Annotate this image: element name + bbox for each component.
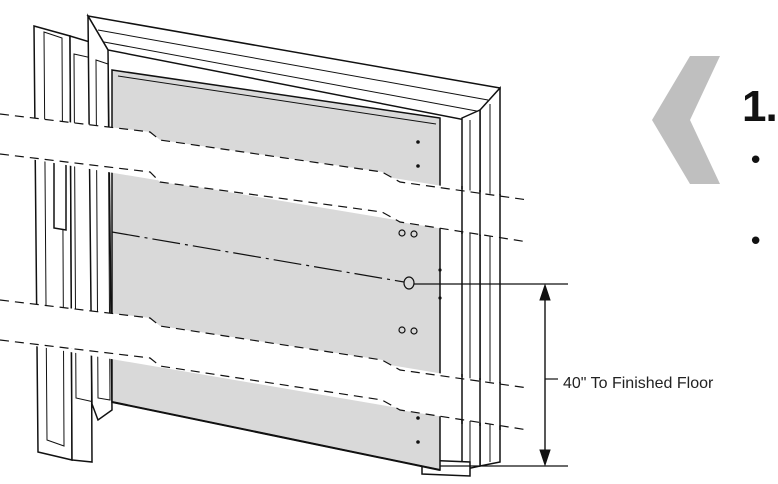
hinge-screw [416, 416, 420, 420]
break-band-upper [0, 113, 529, 243]
dimension-arrow [539, 283, 558, 467]
handle-bore-hole [403, 276, 415, 290]
break-band-lower [0, 299, 529, 431]
chevron-left-icon[interactable] [652, 56, 720, 184]
handle-centerline [111, 231, 405, 283]
lock-hole [410, 230, 418, 238]
bullet-point: • [748, 227, 764, 257]
strike-screw [438, 296, 442, 300]
dimension-label: 40" To Finished Floor [563, 375, 714, 392]
lock-hole [398, 229, 406, 237]
lock-hole [410, 327, 418, 335]
door-frame-left-jamb [33, 25, 95, 463]
lock-hole [398, 326, 406, 334]
hinge-screw [416, 164, 420, 168]
jamb-edges-over-bands [461, 186, 501, 430]
strike-screw [438, 268, 442, 272]
hinge-screw [416, 440, 420, 444]
bullet-point: • [748, 146, 764, 176]
door-leaf [111, 69, 442, 471]
step-number: 1. [742, 82, 778, 131]
hinge-screw [416, 140, 420, 144]
